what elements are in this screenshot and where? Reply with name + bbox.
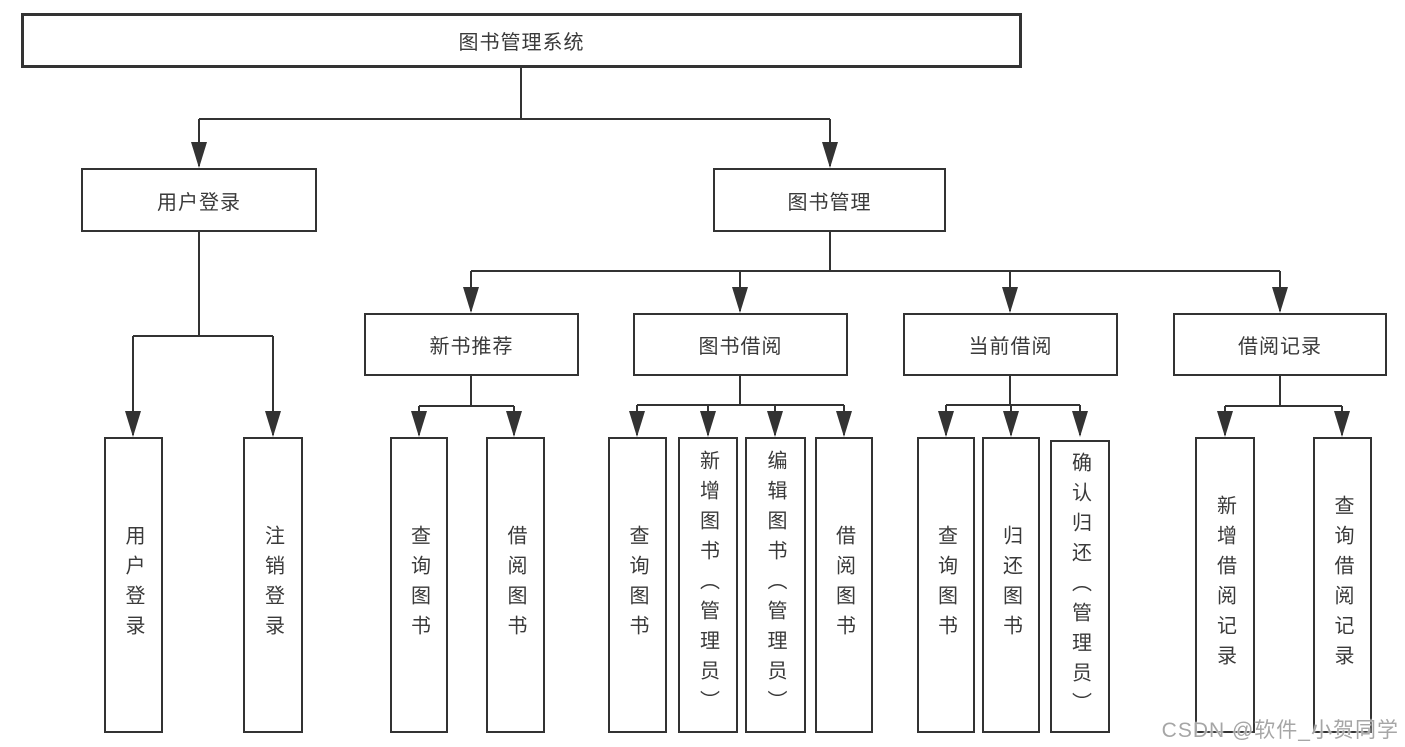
node-borrowing-records: 借阅记录 <box>1173 313 1387 376</box>
leaf-current-return-books: 归还图书 <box>982 437 1040 733</box>
leaf-user-login: 用户登录 <box>104 437 163 733</box>
node-current-borrowing: 当前借阅 <box>903 313 1118 376</box>
leaf-records-add-record: 新增借阅记录 <box>1195 437 1255 733</box>
leaf-current-query-books: 查询图书 <box>917 437 975 733</box>
leaf-borrowing-add-books-admin: 新增图书（管理员） <box>678 437 738 733</box>
csdn-watermark: CSDN @软件_小贺同学 <box>1161 719 1399 742</box>
leaf-borrowing-borrow-books: 借阅图书 <box>815 437 873 733</box>
leaf-records-query-record: 查询借阅记录 <box>1313 437 1372 733</box>
node-book-borrowing: 图书借阅 <box>633 313 848 376</box>
node-library-system: 图书管理系统 <box>21 13 1022 68</box>
node-new-book-recommend: 新书推荐 <box>364 313 579 376</box>
node-user-login: 用户登录 <box>81 168 317 232</box>
node-book-management: 图书管理 <box>713 168 946 232</box>
leaf-current-confirm-return-admin: 确认归还（管理员） <box>1050 440 1110 733</box>
leaf-recommend-borrow-books: 借阅图书 <box>486 437 545 733</box>
leaf-borrowing-query-books: 查询图书 <box>608 437 667 733</box>
leaf-recommend-query-books: 查询图书 <box>390 437 448 733</box>
leaf-borrowing-edit-books-admin: 编辑图书（管理员） <box>745 437 806 733</box>
leaf-logout: 注销登录 <box>243 437 303 733</box>
